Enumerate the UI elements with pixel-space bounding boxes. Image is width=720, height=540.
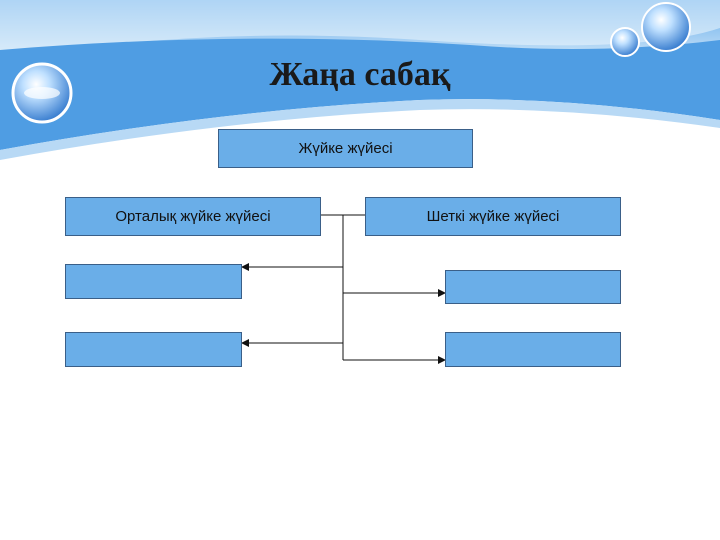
slide-title: Жаңа сабақ — [269, 56, 451, 93]
orb-right-small-icon — [610, 27, 640, 57]
branch-central-node: Орталық жүйке жүйесі — [65, 197, 321, 236]
branch-peripheral-node: Шеткі жүйке жүйесі — [365, 197, 621, 236]
root-node: Жүйке жүйесі — [218, 129, 473, 168]
central-child-2-node — [65, 332, 242, 367]
peripheral-child-1-node — [445, 270, 621, 304]
orb-right-large-icon — [641, 2, 691, 52]
orb-left-icon — [11, 62, 73, 124]
decorative-banner — [0, 0, 720, 160]
central-child-1-node — [65, 264, 242, 299]
peripheral-child-2-node — [445, 332, 621, 367]
